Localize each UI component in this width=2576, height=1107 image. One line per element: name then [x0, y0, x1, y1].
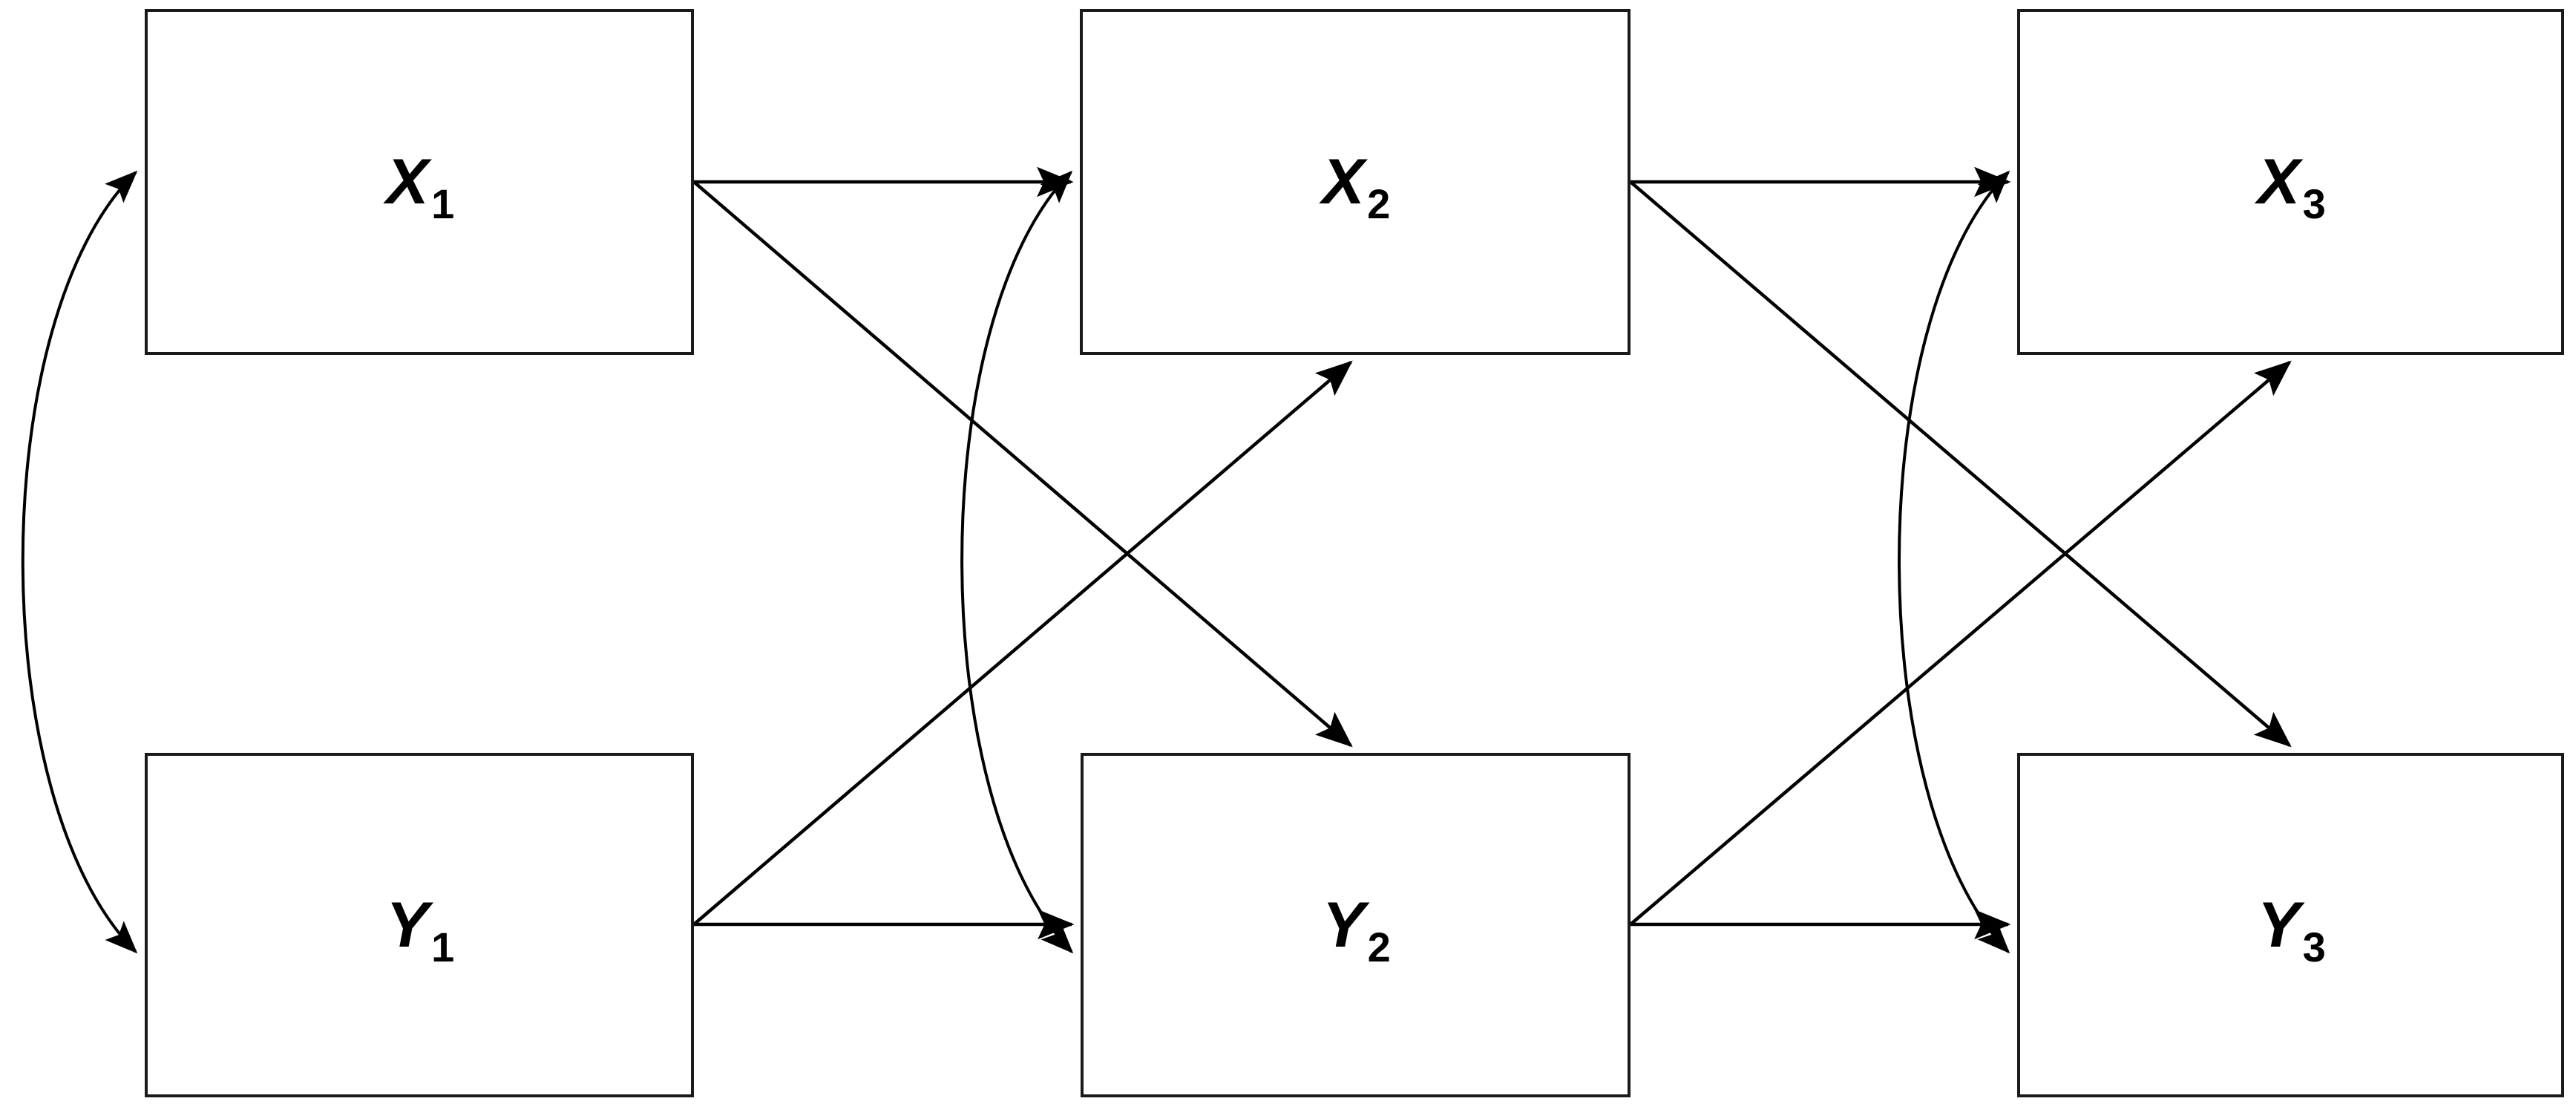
node-subscript-y3: 3 [2302, 924, 2327, 970]
node-subscript-x3: 3 [2302, 180, 2327, 227]
edge-x1-to-y2 [692, 180, 1353, 748]
edge-x2-corr-y2 [960, 170, 1074, 954]
edge-x2-to-y3 [1629, 180, 2292, 748]
node-label-y2: Y2 [1322, 889, 1392, 970]
node-box-x3[interactable]: X3 [2017, 9, 2564, 355]
node-label-x2: X2 [1322, 146, 1391, 227]
node-subscript-y1: 1 [431, 924, 455, 970]
node-subscript-x2: 2 [1367, 180, 1391, 227]
edge-y2-to-x3 [1629, 360, 2292, 926]
node-box-y2[interactable]: Y2 [1081, 753, 1631, 1097]
node-box-y1[interactable]: Y1 [145, 753, 694, 1097]
node-box-y3[interactable]: Y3 [2017, 753, 2564, 1097]
node-subscript-y2: 2 [1367, 924, 1392, 970]
edge-x3-corr-y3 [1898, 170, 2010, 954]
node-box-x2[interactable]: X2 [1080, 9, 1631, 355]
node-label-x1: X1 [386, 146, 455, 227]
edge-y1-to-x2 [692, 360, 1353, 926]
node-label-y1: Y1 [386, 889, 455, 970]
node-label-y3: Y3 [2257, 889, 2327, 970]
edge-x1-corr-y1 [21, 170, 138, 954]
node-label-x3: X3 [2257, 146, 2327, 227]
node-box-x1[interactable]: X1 [145, 9, 694, 355]
node-subscript-x1: 1 [431, 180, 455, 227]
